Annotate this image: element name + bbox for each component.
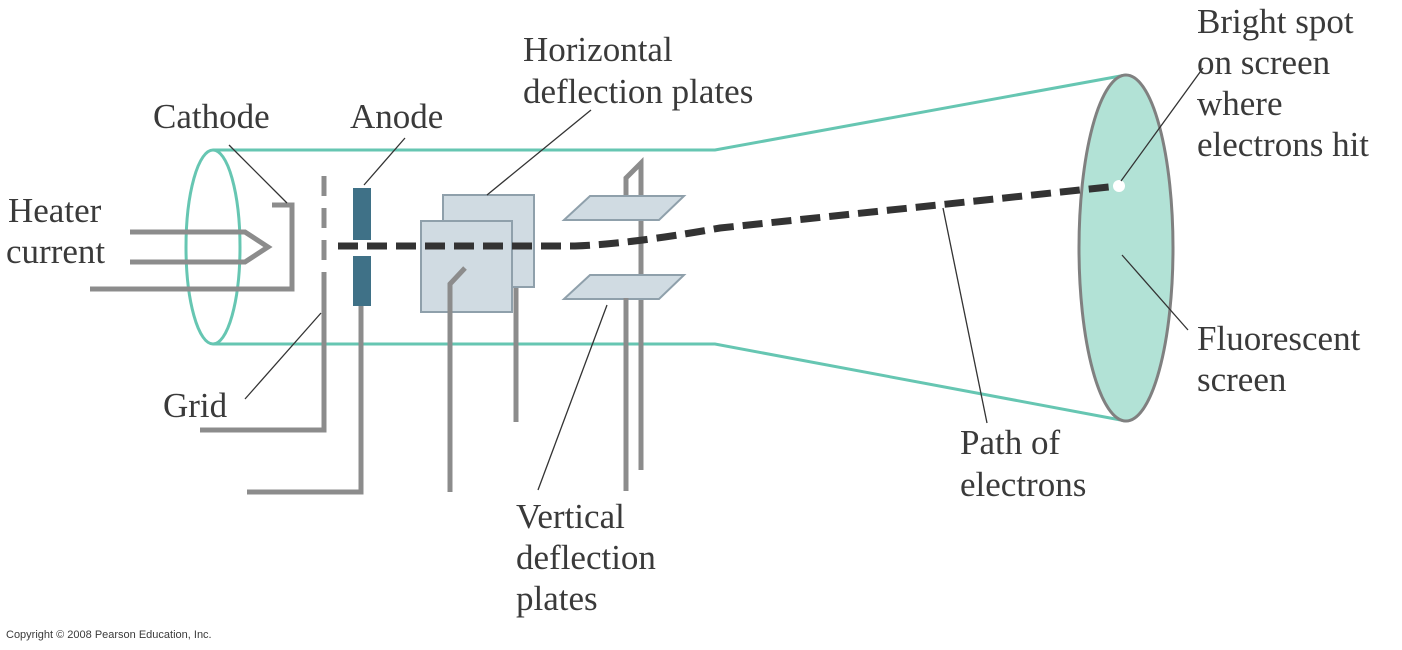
bright-spot-label-line4: electrons hit [1197,125,1369,164]
tube-outline [184,73,1127,423]
anode-label: Anode [350,97,443,136]
cathode [90,202,295,292]
bright-spot-label-line3: where [1197,84,1283,123]
heater-label-line1: Heater [8,191,102,230]
horizontal-plates-label-line2: deflection plates [523,72,753,111]
fluorescent-screen-label: Fluorescent screen [1197,319,1369,399]
leader-lines [228,67,1204,491]
vertical-plates-label-line2: deflection [516,538,656,577]
bright-spot-label-line2: on screen [1197,43,1330,82]
bright-spot-label: Bright spot on screen where electrons hi… [1197,2,1369,164]
anode [247,188,371,495]
path-label: Path of electrons [960,423,1086,504]
grid-label: Grid [163,386,228,425]
path-label-line1: Path of [960,423,1060,462]
bright-spot [1113,180,1125,192]
fluorescent-screen-label-line1: Fluorescent [1197,319,1361,358]
cathode-label: Cathode [153,97,270,136]
heater-filament [130,229,273,265]
vertical-deflection-plates [561,156,687,491]
horizontal-deflection-plates [420,194,535,492]
heater-label-line2: current [6,232,105,271]
path-label-line2: electrons [960,465,1086,504]
bright-spot-label-line1: Bright spot [1197,2,1354,41]
copyright-notice: Copyright © 2008 Pearson Education, Inc. [6,629,212,641]
fluorescent-screen [1077,73,1175,423]
electron-beam [338,182,1119,250]
vertical-plates-label-line1: Vertical [516,497,625,536]
heater-label: Heater current [6,191,110,271]
vertical-plates-label: Vertical deflection plates [516,497,665,618]
horizontal-plates-label-line1: Horizontal [523,30,673,69]
horizontal-plates-label: Horizontal deflection plates [523,30,753,111]
fluorescent-screen-label-line2: screen [1197,360,1286,399]
grid-electrode [200,176,327,433]
vertical-plates-label-line3: plates [516,579,598,618]
